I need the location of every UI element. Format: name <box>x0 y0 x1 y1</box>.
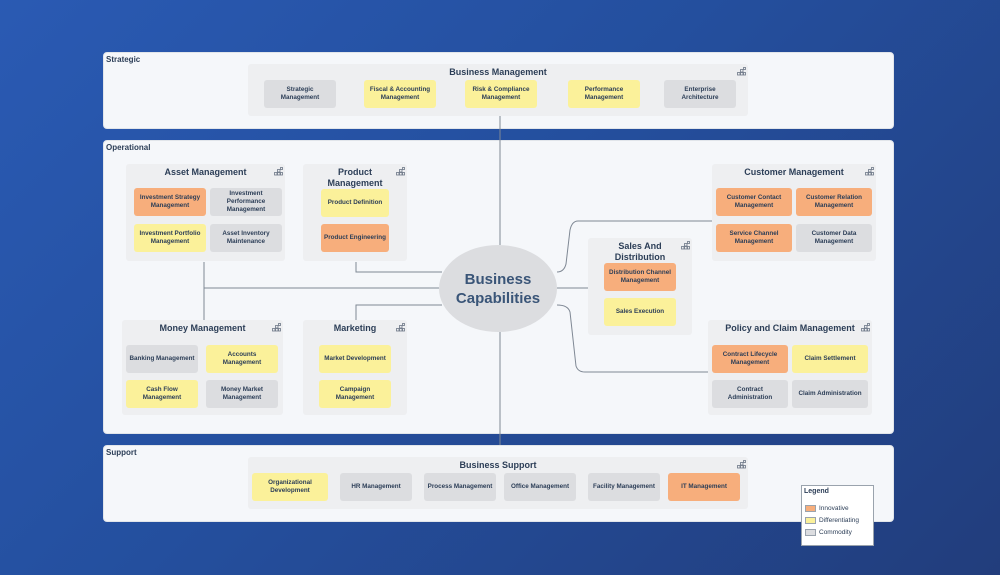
cap-contract-lifecycle-management[interactable]: Contract Lifecycle Management <box>712 345 788 373</box>
cap-investment-portfolio-management[interactable]: Investment Portfolio Management <box>134 224 206 252</box>
cap-investment-performance-management[interactable]: Investment Performance Management <box>210 188 282 216</box>
cap-hr-management[interactable]: HR Management <box>340 473 412 501</box>
cap-facility-management[interactable]: Facility Management <box>588 473 660 501</box>
connector-marketing <box>355 304 442 320</box>
cap-it-management[interactable]: IT Management <box>668 473 740 501</box>
cap-accounts-management[interactable]: Accounts Management <box>206 345 278 373</box>
cap-sales-execution[interactable]: Sales Execution <box>604 298 676 326</box>
cap-campaign-management[interactable]: Campaign Management <box>319 380 391 408</box>
business-capabilities-hub[interactable]: Business Capabilities <box>439 245 557 332</box>
cap-office-management[interactable]: Office Management <box>504 473 576 501</box>
group-business-support[interactable]: Business Support Organizational Developm… <box>248 457 748 509</box>
group-title: Asset Management <box>164 167 247 177</box>
cap-strategic-management[interactable]: Strategic Management <box>264 80 336 108</box>
group-business-management[interactable]: Business Management Strategic Management… <box>248 64 748 116</box>
legend-swatch-commodity <box>805 529 816 536</box>
group-title: Policy and Claim Management <box>725 323 855 333</box>
capability-map-icon <box>274 167 283 176</box>
group-money-management[interactable]: Money Management Banking Management Acco… <box>122 320 283 415</box>
legend-title: Legend <box>804 488 829 495</box>
cap-distribution-channel-management[interactable]: Distribution Channel Management <box>604 263 676 291</box>
group-marketing[interactable]: Marketing Market Development Campaign Ma… <box>303 320 407 415</box>
cap-customer-relation-management[interactable]: Customer Relation Management <box>796 188 872 216</box>
legend-swatch-innovative <box>805 505 816 512</box>
capability-map-icon <box>272 323 281 332</box>
legend-item-differentiating: Differentiating <box>805 516 859 525</box>
cap-performance-management[interactable]: Performance Management <box>568 80 640 108</box>
cap-cash-flow-management[interactable]: Cash Flow Management <box>126 380 198 408</box>
cap-contract-administration[interactable]: Contract Administration <box>712 380 788 408</box>
legend-label: Commodity <box>819 529 852 536</box>
cap-banking-management[interactable]: Banking Management <box>126 345 198 373</box>
group-asset-management[interactable]: Asset Management Investment Strategy Man… <box>126 164 285 261</box>
legend-label: Differentiating <box>819 517 859 524</box>
group-title: Product Management <box>327 167 383 188</box>
connector-product <box>355 262 442 273</box>
cap-customer-contact-management[interactable]: Customer Contact Management <box>716 188 792 216</box>
group-sales-distribution[interactable]: Sales And Distribution Distribution Chan… <box>588 238 692 335</box>
legend-item-commodity: Commodity <box>805 528 852 537</box>
group-title: Money Management <box>159 323 246 333</box>
group-title: Marketing <box>333 323 377 333</box>
cap-enterprise-architecture[interactable]: Enterprise Architecture <box>664 80 736 108</box>
group-title: Business Management <box>449 67 547 77</box>
cap-process-management[interactable]: Process Management <box>424 473 496 501</box>
cap-claim-administration[interactable]: Claim Administration <box>792 380 868 408</box>
cap-product-definition[interactable]: Product Definition <box>321 189 389 217</box>
cap-customer-data-management[interactable]: Customer Data Management <box>796 224 872 252</box>
capability-map-icon <box>737 67 746 76</box>
capability-map-icon <box>865 167 874 176</box>
cap-service-channel-management[interactable]: Service Channel Management <box>716 224 792 252</box>
cap-product-engineering[interactable]: Product Engineering <box>321 224 389 252</box>
legend: Legend Innovative Differentiating Commod… <box>801 485 874 546</box>
group-product-management[interactable]: Product Management Product Definition Pr… <box>303 164 407 261</box>
group-title: Business Support <box>459 460 537 470</box>
legend-swatch-differentiating <box>805 517 816 524</box>
hub-title-line-1: Business <box>464 270 532 288</box>
capability-map-icon <box>737 460 746 469</box>
capability-map-icon <box>396 323 405 332</box>
group-policy-claim-management[interactable]: Policy and Claim Management Contract Lif… <box>708 320 872 415</box>
legend-label: Innovative <box>819 505 849 512</box>
cap-claim-settlement[interactable]: Claim Settlement <box>792 345 868 373</box>
capability-map-icon <box>681 241 690 250</box>
group-title: Customer Management <box>744 167 844 177</box>
cap-market-development[interactable]: Market Development <box>319 345 391 373</box>
connector-customer <box>556 220 712 273</box>
cap-fiscal-accounting-management[interactable]: Fiscal & Accounting Management <box>364 80 436 108</box>
strategic-band-label: Strategic <box>106 55 141 64</box>
capability-map-icon <box>861 323 870 332</box>
group-title: Sales And Distribution <box>614 241 666 262</box>
cap-organizational-development[interactable]: Organizational Development <box>252 473 328 501</box>
capability-map-icon <box>396 167 405 176</box>
connector-policy <box>556 304 708 373</box>
group-customer-management[interactable]: Customer Management Customer Contact Man… <box>712 164 876 261</box>
legend-item-innovative: Innovative <box>805 504 849 513</box>
cap-risk-compliance-management[interactable]: Risk & Compliance Management <box>465 80 537 108</box>
support-band-label: Support <box>106 448 137 457</box>
cap-asset-inventory-maintenance[interactable]: Asset Inventory Maintenance <box>210 224 282 252</box>
cap-investment-strategy-management[interactable]: Investment Strategy Management <box>134 188 206 216</box>
operational-band-label: Operational <box>106 143 151 152</box>
hub-title-line-2: Capabilities <box>455 289 541 307</box>
cap-money-market-management[interactable]: Money Market Management <box>206 380 278 408</box>
